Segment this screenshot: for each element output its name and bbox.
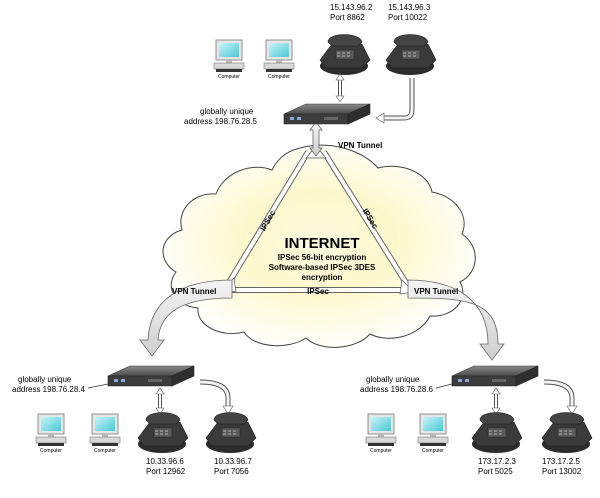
top-phone-2-port: Port 10022 [388, 13, 428, 22]
phone-icon [205, 412, 257, 454]
right-site: globally unique address 198.76.28.6 Comp… [360, 365, 593, 476]
right-computer-1-label: Computer [370, 448, 392, 454]
computer-icon [263, 39, 295, 73]
internet-title: INTERNET [285, 235, 360, 252]
right-computer-2-label: Computer [422, 448, 444, 454]
left-address-line-2: address 198.76.28.4 [12, 385, 85, 394]
computer-icon [89, 413, 121, 447]
left-computer-2-label: Computer [94, 448, 116, 454]
computer-icon [213, 39, 245, 73]
ipsec-label-bottom: IPSec [307, 287, 329, 296]
vpn-tunnel-label-right: VPN Tunnel [414, 287, 458, 296]
top-site: 15.143.96.2 Port 8862 15.143.96.3 Port 1… [184, 3, 437, 126]
computer-icon [365, 413, 397, 447]
vpn-tunnel-top [309, 121, 323, 157]
top-address-line-2: address 198.76.28.5 [184, 117, 257, 126]
internet-cloud [162, 144, 476, 348]
top-computer-2-label: Computer [268, 74, 290, 80]
left-phone-2-port: Port 7056 [214, 467, 249, 476]
right-phone-2-port: Port 13002 [542, 467, 582, 476]
router-icon [451, 365, 539, 387]
top-phone-1-port: Port 8862 [330, 13, 365, 22]
vpn-tunnel-left [139, 279, 233, 357]
top-computer-1-label: Computer [218, 74, 240, 80]
left-address-line-1: globally unique [18, 375, 72, 384]
left-phone-1-ip: 10.33.96.6 [146, 457, 184, 466]
vpn-tunnel-label-left: VPN Tunnel [172, 287, 216, 296]
router-icon [107, 365, 195, 387]
right-address-line-1: globally unique [366, 375, 420, 384]
vpn-tunnel-label-top: VPN Tunnel [338, 141, 382, 150]
left-phone-2-ip: 10.33.96.7 [214, 457, 252, 466]
computer-icon [417, 413, 449, 447]
phone-icon [471, 412, 523, 454]
left-phone-1-port: Port 12962 [146, 467, 186, 476]
phone-icon [541, 412, 593, 454]
phone-icon [319, 34, 371, 76]
top-phone-2-ip: 15.143.96.3 [388, 3, 431, 12]
left-computer-1-label: Computer [40, 448, 62, 454]
computer-icon [35, 413, 67, 447]
top-address-line-1: globally unique [200, 107, 254, 116]
top-phone-1-ip: 15.143.96.2 [330, 3, 373, 12]
internet-encryption-line-1: IPSec 56-bit encryption [278, 253, 367, 262]
right-address-line-2: address 198.76.28.6 [360, 385, 433, 394]
left-site: globally unique address 198.76.28.4 Comp… [12, 365, 257, 476]
right-phone-2-ip: 173.17.2.5 [542, 457, 580, 466]
right-phone-1-port: Port 5025 [478, 467, 513, 476]
phone-icon [137, 412, 189, 454]
right-phone-1-ip: 173.17.2.3 [478, 457, 516, 466]
internet-encryption-line-3: encryption [302, 273, 343, 282]
internet-encryption-line-2: Software-based IPSec 3DES [269, 263, 376, 272]
phone-icon [385, 34, 437, 76]
vpn-tunnel-right [407, 279, 505, 361]
router-icon [283, 103, 371, 125]
